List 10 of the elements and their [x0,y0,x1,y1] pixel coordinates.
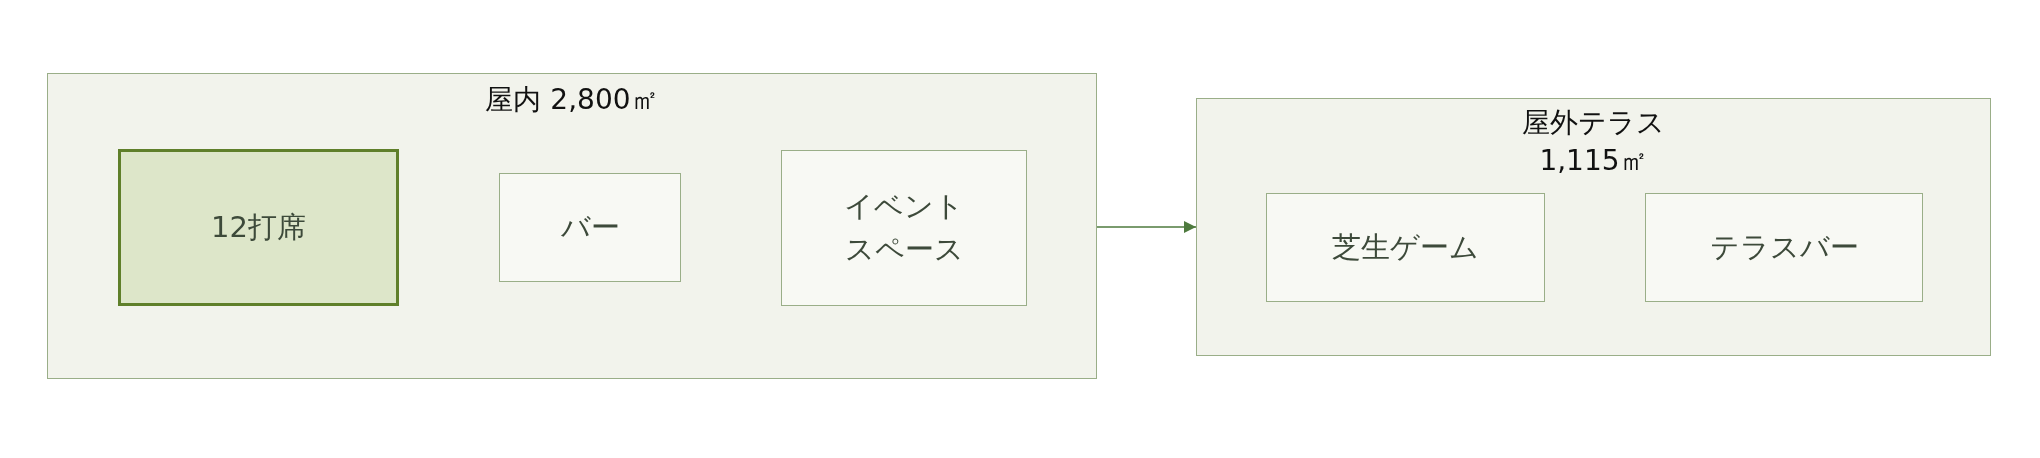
zone-panel [1196,98,1991,356]
zone-panel [47,73,1097,379]
facility-box: イベントスペース [781,150,1027,306]
panel-heading: 屋内 2,800㎡ [485,82,659,118]
facility-box: バー [499,173,681,282]
facility-box: 芝生ゲーム [1266,193,1545,302]
panel-heading: 屋外テラス 1,115㎡ [1521,105,1666,179]
facility-box: 12打席 [118,149,399,306]
arrow [1096,221,1197,233]
facility-box: テラスバー [1645,193,1923,302]
